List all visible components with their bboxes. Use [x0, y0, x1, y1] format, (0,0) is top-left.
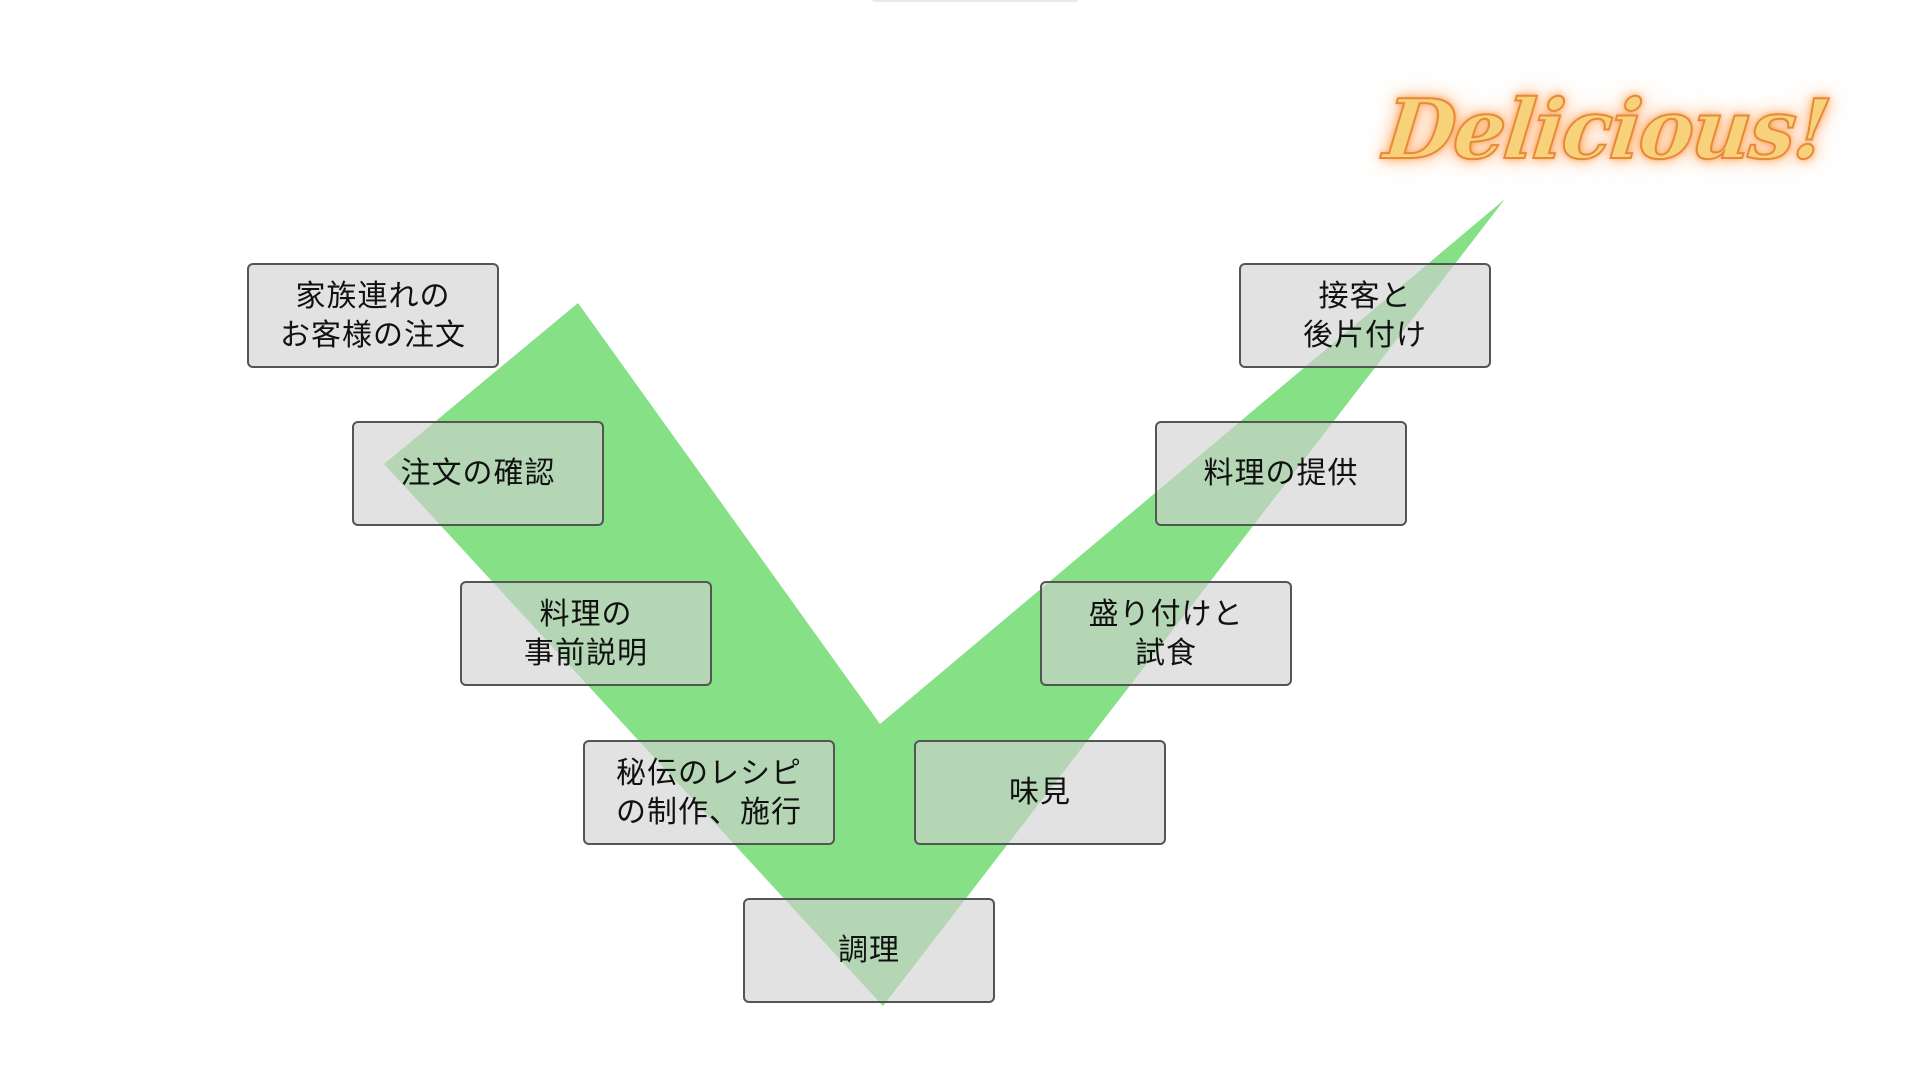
- delicious-wordart: Delicious!: [1379, 81, 1834, 179]
- step-secret-recipe: 秘伝のレシピ の制作、施行: [583, 740, 835, 845]
- top-tab-handle: [870, 0, 1080, 2]
- step-tasting: 味見: [914, 740, 1166, 845]
- step-plating-and-sampling: 盛り付けと 試食: [1040, 581, 1292, 686]
- step-cooking: 調理: [743, 898, 995, 1003]
- step-order-confirmation: 注文の確認: [352, 421, 604, 526]
- step-service-and-cleanup: 接客と 後片付け: [1239, 263, 1491, 368]
- step-dish-explanation: 料理の 事前説明: [460, 581, 712, 686]
- step-serving-dish: 料理の提供: [1155, 421, 1407, 526]
- step-customer-order: 家族連れの お客様の注文: [247, 263, 499, 368]
